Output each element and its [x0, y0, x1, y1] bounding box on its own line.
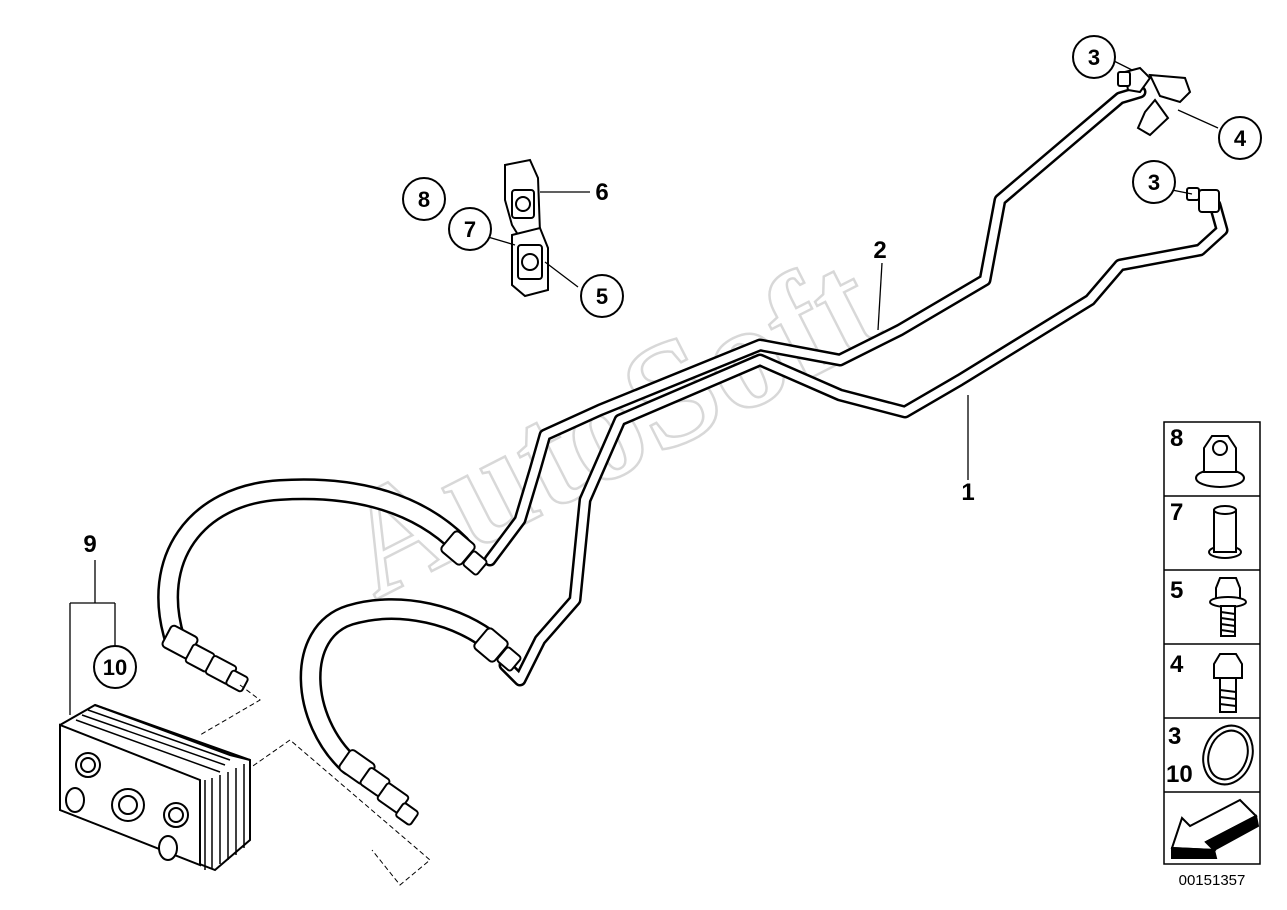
callout-number: 8	[418, 187, 430, 212]
callout-c3b: 3	[1132, 160, 1176, 204]
callout-number: 10	[103, 655, 127, 680]
pipe-2	[483, 85, 1147, 567]
svg-text:9: 9	[83, 531, 96, 558]
sleeve-bushing-icon	[1208, 505, 1242, 559]
legend-row-3-10: 3 10	[1166, 723, 1254, 788]
hose-lower	[299, 598, 506, 776]
callout-c10: 10	[93, 645, 137, 689]
callout-number: 3	[1148, 170, 1160, 195]
svg-text:8: 8	[1170, 425, 1183, 452]
svg-text:7: 7	[1170, 499, 1183, 526]
callout-number: 4	[1234, 126, 1247, 151]
svg-text:2: 2	[873, 237, 886, 264]
assembly-dashed-lines	[199, 684, 431, 886]
legend-panel	[1163, 421, 1261, 865]
svg-text:10: 10	[1166, 761, 1193, 788]
fitting-upper-right	[1117, 66, 1192, 137]
callout-c8: 8	[402, 177, 446, 221]
callout-circle	[1132, 160, 1176, 204]
label-6: 6	[595, 179, 608, 206]
callout-c3a: 3	[1072, 35, 1116, 79]
hex-flange-nut-icon	[1195, 435, 1245, 488]
leader-lines	[69, 59, 1219, 715]
callout-circle	[448, 207, 492, 251]
callouts: 3 4 3 8 7 5 10	[93, 35, 1262, 689]
svg-text:1: 1	[961, 479, 974, 506]
legend-row-7: 7	[1170, 499, 1242, 559]
hose-upper-end	[161, 624, 249, 693]
callout-circle	[1072, 35, 1116, 79]
pipe-1	[498, 198, 1229, 687]
callout-c5: 5	[580, 274, 624, 318]
pipe-bracket	[504, 158, 549, 298]
svg-text:6: 6	[595, 179, 608, 206]
svg-text:3: 3	[1168, 723, 1181, 750]
callout-circle	[1218, 116, 1262, 160]
label-9: 9	[83, 531, 96, 558]
hose-lower-end	[338, 749, 419, 826]
callout-c7: 7	[448, 207, 492, 251]
legend-row-4: 4	[1170, 651, 1243, 713]
svg-text:4: 4	[1170, 651, 1184, 678]
legend-row-5: 5	[1170, 577, 1247, 637]
callout-number: 3	[1088, 45, 1100, 70]
label-1: 1	[961, 479, 974, 506]
hose-lower-crimp	[473, 627, 522, 672]
hose-upper-crimp	[440, 530, 488, 576]
svg-text:5: 5	[1170, 577, 1183, 604]
hose-upper	[157, 478, 471, 651]
callout-circle	[580, 274, 624, 318]
legend-row-8: 8	[1170, 425, 1245, 488]
callout-c4: 4	[1218, 116, 1262, 160]
label-2: 2	[873, 237, 886, 264]
direction-arrow-icon	[1170, 798, 1260, 859]
callout-number: 7	[464, 217, 476, 242]
o-ring-seal-icon	[1202, 724, 1254, 786]
fitting-right	[1186, 187, 1220, 213]
callout-circle	[402, 177, 446, 221]
oil-cooler	[59, 703, 251, 872]
hex-bolt-icon	[1213, 653, 1243, 713]
flange-bolt-icon	[1209, 577, 1247, 637]
document-number: 00151357	[1179, 872, 1246, 889]
callout-number: 5	[596, 284, 608, 309]
legend-row-arrow	[1170, 798, 1260, 859]
callout-circle	[93, 645, 137, 689]
